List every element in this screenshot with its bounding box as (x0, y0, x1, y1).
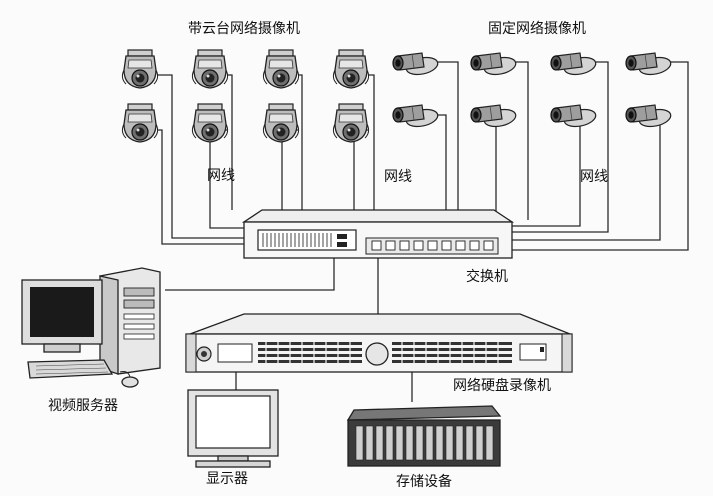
ptz-camera-icon (121, 103, 159, 143)
monitor-icon (187, 389, 279, 468)
nvr-label: 网络硬盘录像机 (453, 377, 551, 394)
desktop-computer-icon (21, 267, 161, 388)
fixed-camera-icon (470, 52, 518, 78)
video-server-label: 视频服务器 (48, 398, 118, 414)
cable-label-right: 网线 (580, 169, 608, 185)
monitor-label: 显示器 (206, 471, 248, 487)
ptz-camera-icon (332, 49, 370, 89)
ptz-camera-group (121, 49, 370, 143)
storage-array-icon (346, 405, 502, 467)
storage-label: 存储设备 (396, 473, 452, 490)
network-switch-icon (241, 209, 515, 259)
ptz-camera-icon (191, 49, 229, 89)
fixed-camera-icon (625, 104, 673, 130)
ptz-camera-icon (191, 103, 229, 143)
fixed-camera-icon (392, 52, 440, 78)
ptz-camera-icon (262, 49, 300, 89)
nvr-recorder-icon (185, 313, 573, 373)
ptz-cameras-label: 带云台网络摄像机 (188, 21, 300, 37)
ptz-camera-icon (121, 49, 159, 89)
switch-label: 交换机 (466, 268, 508, 285)
fixed-camera-icon (625, 52, 673, 78)
fixed-cameras-label: 固定网络摄像机 (488, 21, 586, 37)
cable-label-left: 网线 (207, 168, 235, 184)
ptz-camera-icon (332, 103, 370, 143)
fixed-camera-icon (392, 104, 440, 130)
fixed-camera-icon (550, 52, 598, 78)
ptz-camera-icon (262, 103, 300, 143)
fixed-camera-icon (470, 104, 518, 130)
fixed-camera-icon (550, 104, 598, 130)
cable-label-middle: 网线 (384, 169, 412, 185)
fixed-camera-group (392, 52, 673, 130)
